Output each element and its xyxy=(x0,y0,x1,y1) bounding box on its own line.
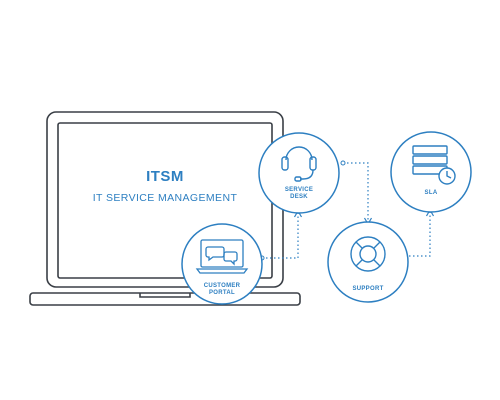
connector-dot xyxy=(340,160,346,166)
sla-label-line1: SLA xyxy=(424,190,438,196)
connector-portal-to-desk xyxy=(262,213,299,259)
customer-portal-label-line1: CUSTOMER xyxy=(203,283,241,289)
service-desk-label-line1: SERVICE xyxy=(284,187,314,193)
laptop-notch xyxy=(139,293,191,298)
connector-support-to-sla xyxy=(405,212,431,257)
diagram-subtitle: IT SERVICE MANAGEMENT xyxy=(92,192,238,204)
chat-screen-icon xyxy=(195,239,249,274)
laptop-base xyxy=(29,292,301,306)
customer-portal-node xyxy=(181,223,263,305)
node-circle xyxy=(258,132,340,214)
node-circle xyxy=(390,131,472,213)
sla-label: SLA xyxy=(401,190,461,197)
diagram-title: ITSM xyxy=(146,168,184,185)
lifebuoy-icon xyxy=(350,236,386,272)
node-circle xyxy=(181,223,263,305)
support-label-line1: SUPPORT xyxy=(352,286,384,292)
sla-node xyxy=(390,131,472,213)
customer-portal-label: CUSTOMER PORTAL xyxy=(192,283,252,297)
headset-icon xyxy=(281,146,317,182)
customer-portal-label-line2: PORTAL xyxy=(208,290,236,296)
service-desk-node xyxy=(258,132,340,214)
connector-desk-to-support xyxy=(343,162,369,221)
support-label: SUPPORT xyxy=(338,286,398,293)
service-desk-label: SERVICE DESK xyxy=(269,187,329,201)
connectors xyxy=(262,162,431,259)
support-node xyxy=(327,221,409,303)
sla-server-clock-icon xyxy=(412,145,456,185)
service-desk-label-line2: DESK xyxy=(290,194,308,200)
